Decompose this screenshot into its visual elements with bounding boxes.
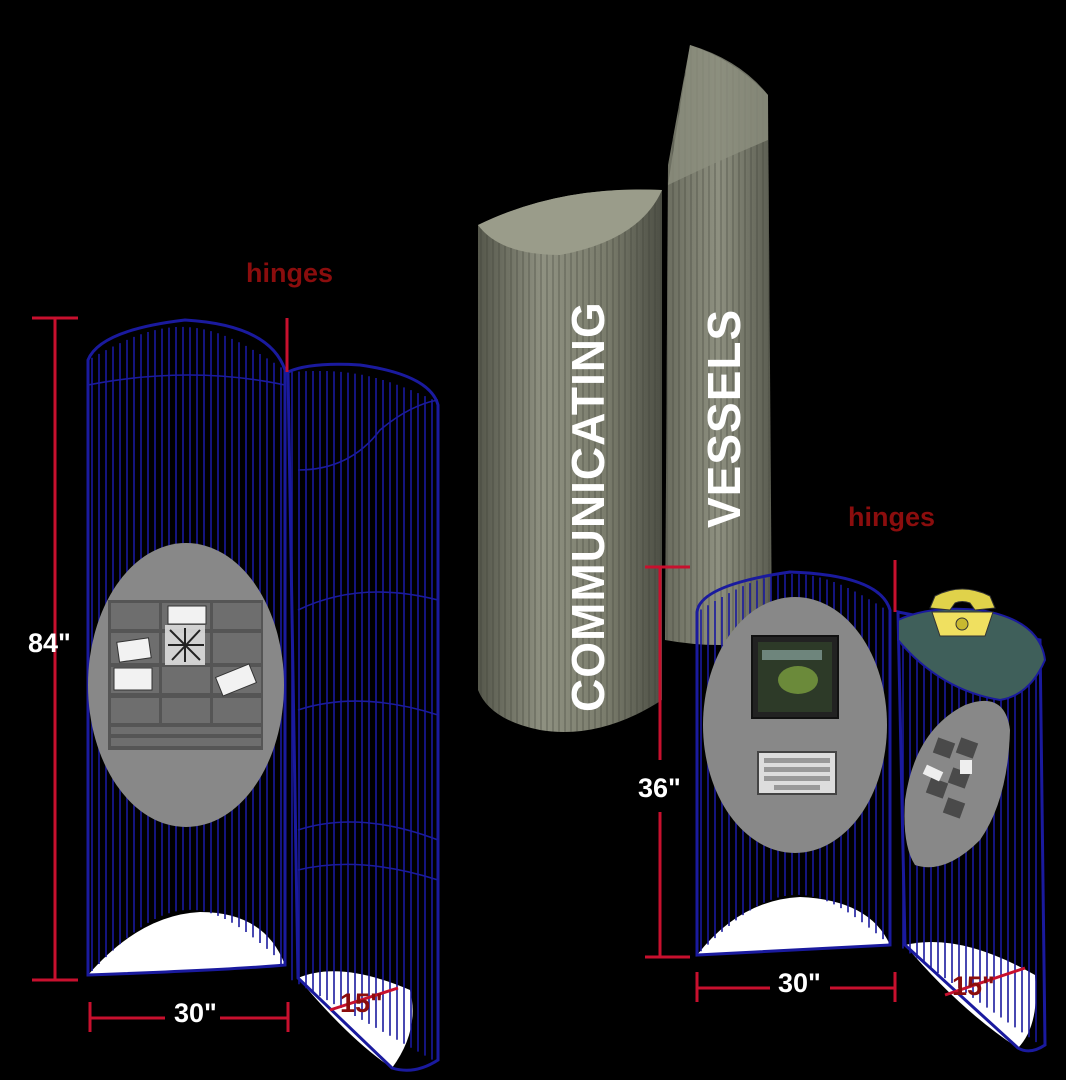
width-label-left-30: 30" bbox=[174, 998, 217, 1028]
monitor-icon bbox=[751, 635, 839, 719]
depth-label-left-15: 15" bbox=[340, 988, 383, 1018]
left-tall-unit bbox=[86, 318, 440, 1072]
right-short-unit bbox=[695, 570, 1047, 1053]
hinges-label-right: hinges bbox=[848, 502, 935, 532]
height-label-36: 36" bbox=[638, 773, 681, 803]
right-display-panel bbox=[703, 597, 887, 853]
shelf-top bbox=[897, 607, 1047, 702]
dimension-lines bbox=[32, 316, 1026, 1032]
side-shelf-grid bbox=[925, 737, 979, 819]
vessel-title-communicating: COMMUNICATING bbox=[562, 301, 614, 712]
keyboard-icon bbox=[757, 751, 837, 795]
width-label-right-30: 30" bbox=[778, 968, 821, 998]
depth-label-right-15: 15" bbox=[952, 971, 995, 1001]
height-label-84: 84" bbox=[28, 628, 71, 658]
vessel-sculpture: COMMUNICATING VESSELS bbox=[478, 45, 772, 732]
vessel-title-vessels: VESSELS bbox=[698, 309, 750, 528]
hinges-label-left: hinges bbox=[246, 258, 333, 288]
telephone-icon bbox=[929, 588, 996, 637]
shelf-grid bbox=[108, 600, 263, 750]
